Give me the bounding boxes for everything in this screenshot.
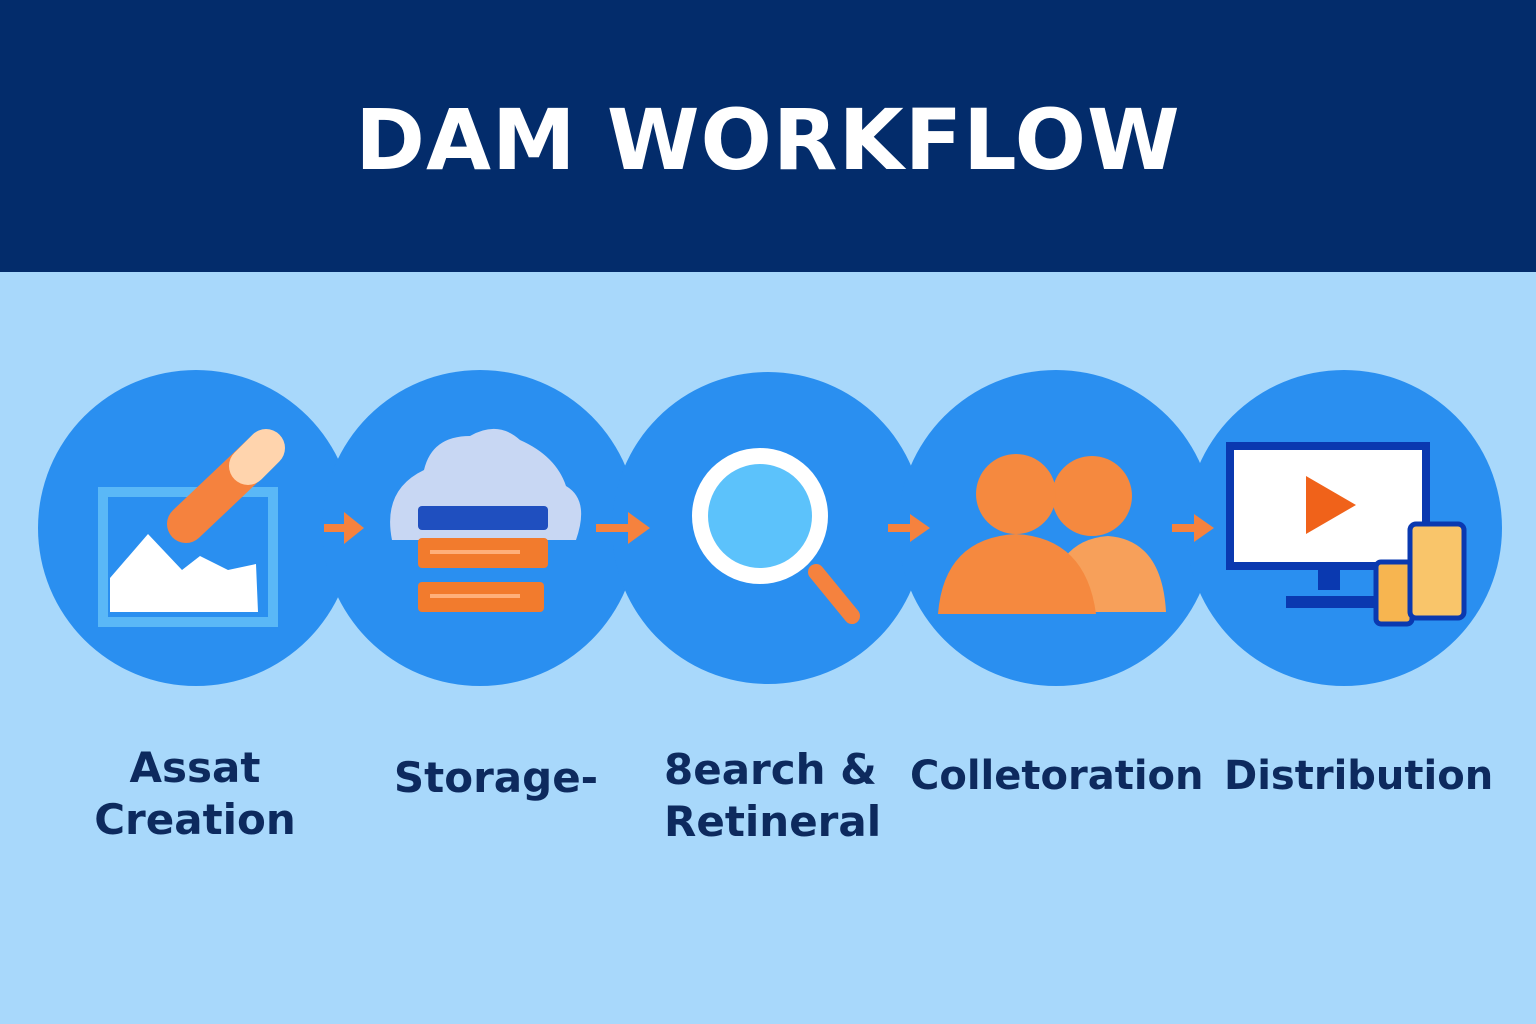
arrow-right-icon (888, 514, 930, 542)
label-line: Assat (129, 743, 261, 792)
label-line: Storage- (393, 753, 599, 802)
arrow-right-icon (324, 512, 364, 544)
label-line: Distribution (1224, 753, 1494, 799)
magnifier-icon (692, 448, 860, 624)
arrow-right-icon (596, 512, 650, 544)
step-label-distribution: Distribution (1224, 750, 1504, 802)
monitor-devices-icon (1226, 442, 1467, 627)
label-line: 8earch & (664, 745, 877, 794)
arrow-right-icon (1172, 514, 1214, 542)
step-label-search: 8earch & Retineral (664, 744, 894, 848)
step-label-collaboration: Colletoration (910, 750, 1216, 802)
header-banner: DAM WORKFLOW (0, 0, 1536, 272)
step-circle-collaboration (898, 370, 1214, 686)
people-icon (938, 454, 1166, 614)
cloud-storage-stack-icon (390, 428, 582, 612)
label-line: Creation (94, 795, 296, 844)
image-with-pencil-icon (98, 429, 285, 627)
label-line: Colletoration (910, 753, 1204, 799)
label-line: Retineral (664, 797, 882, 846)
step-label-storage: Storage- (366, 752, 626, 804)
step-label-asset-creation: Assat Creation (60, 742, 330, 846)
page-title: DAM WORKFLOW (355, 91, 1181, 189)
